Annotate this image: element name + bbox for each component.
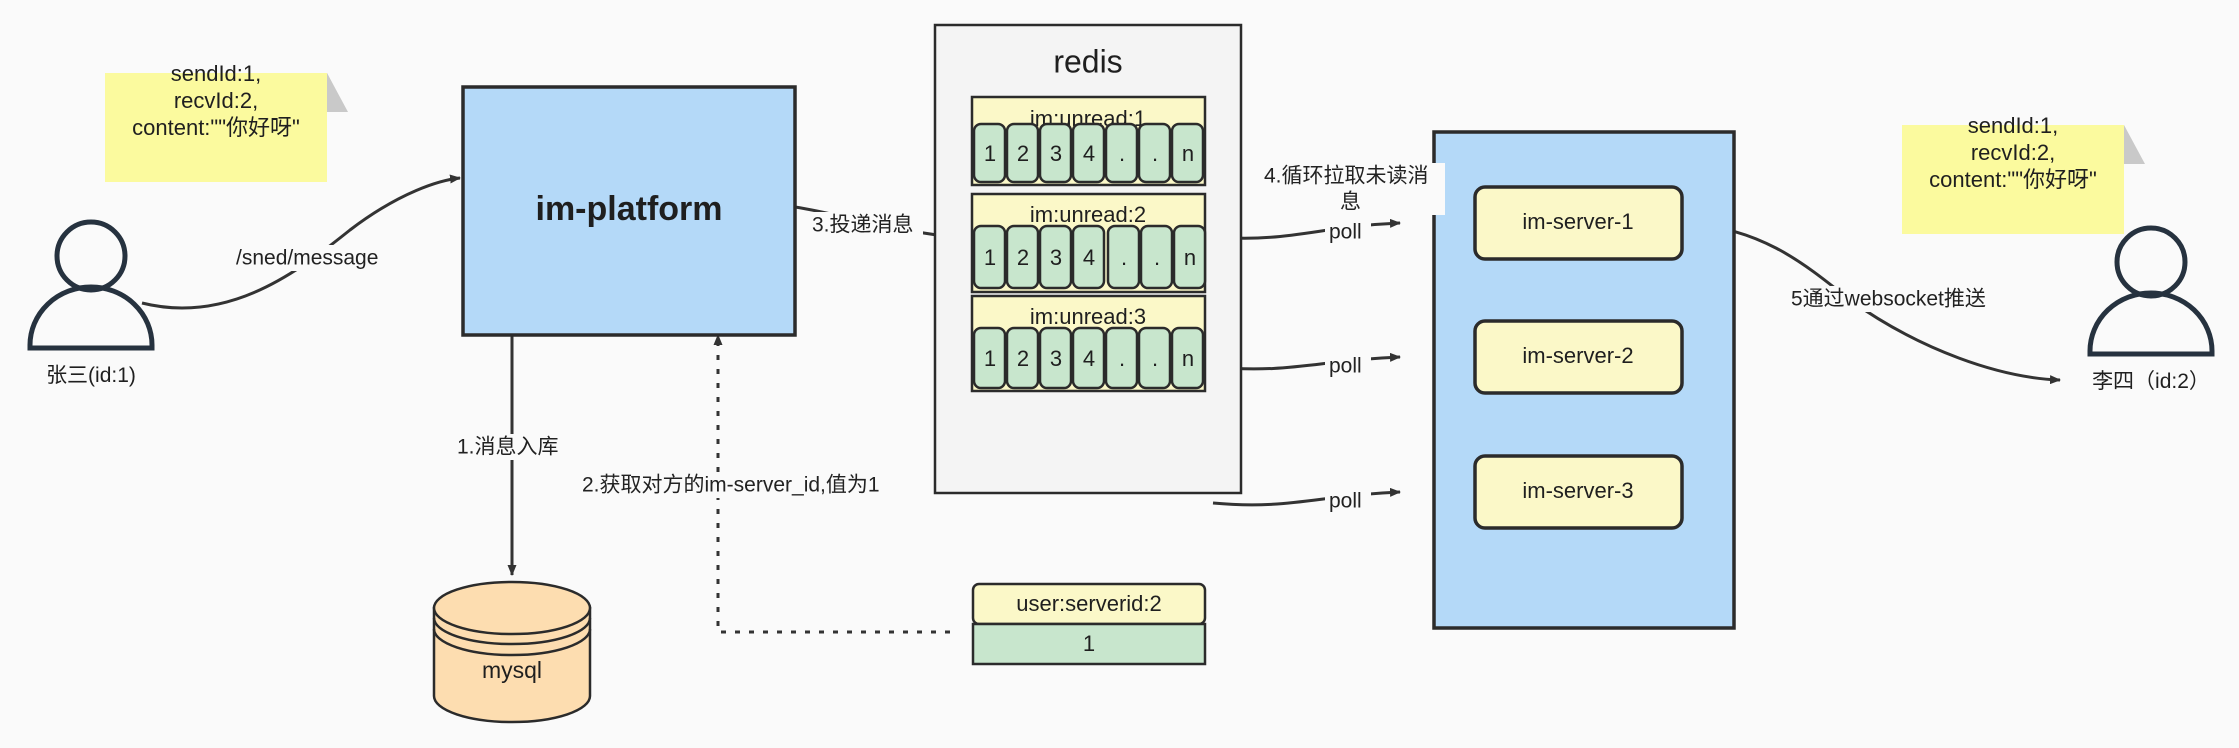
redis-list-key: im:unread:3 — [1030, 304, 1146, 329]
redis-cell: 3 — [1050, 346, 1062, 371]
edge-send-message — [141, 174, 461, 310]
im-platform-node[interactable]: im-platform — [461, 85, 797, 337]
edge-label-text: poll — [1329, 221, 1362, 244]
note-line: content:""你好呀" — [132, 115, 300, 140]
redis-panel: redis im:unread:1 1 2 3 4 . . — [933, 23, 1243, 666]
note-left — [105, 73, 348, 182]
edge-label-step2: 2.获取对方的im-server_id,值为1 — [578, 472, 880, 498]
receiver-actor[interactable]: 李四（id:2） — [2087, 225, 2215, 393]
redis-cell: 2 — [1017, 346, 1029, 371]
edge-label-step1: 1.消息入库 — [453, 434, 568, 460]
note-line: sendId:1, — [171, 61, 262, 86]
redis-cell: 4 — [1083, 245, 1095, 270]
redis-kv-key: user:serverid:2 — [1016, 591, 1162, 616]
mysql-node[interactable]: mysql — [432, 580, 592, 724]
redis-cell: . — [1154, 245, 1160, 270]
redis-cell: . — [1152, 141, 1158, 166]
redis-list-cells: 1 2 3 4 . . n — [972, 224, 1207, 290]
redis-cell: n — [1182, 141, 1194, 166]
edge-label-text: poll — [1329, 355, 1362, 378]
redis-list-im-unread-2[interactable]: im:unread:2 1 2 3 4 . . n — [970, 192, 1207, 294]
redis-kv-value: 1 — [1083, 631, 1095, 656]
redis-cell: n — [1184, 245, 1196, 270]
person-icon — [27, 219, 155, 351]
redis-cell: 4 — [1083, 346, 1095, 371]
redis-list-im-unread-1[interactable]: im:unread:1 1 2 3 4 . . n — [970, 95, 1207, 187]
edge-label-poll-1: poll — [1325, 219, 1371, 245]
im-server-1-node[interactable]: im-server-1 — [1473, 185, 1684, 261]
edge-label-step3: 3.投递消息 — [808, 212, 923, 238]
edge-label-send-message: /sned/message — [232, 245, 380, 271]
im-server-label: im-server-3 — [1522, 478, 1633, 503]
redis-cell: 4 — [1083, 141, 1095, 166]
edge-label-text: 2.获取对方的im-server_id,值为1 — [582, 474, 880, 497]
edge-label-text: poll — [1329, 490, 1362, 513]
redis-cell: . — [1152, 346, 1158, 371]
redis-list-cells: 1 2 3 4 . . n — [972, 122, 1205, 184]
redis-kv-user-serverid[interactable]: user:serverid:2 1 — [971, 582, 1207, 666]
redis-cell: 2 — [1017, 141, 1029, 166]
redis-title: redis — [1053, 43, 1122, 79]
edge-label-step5: 5通过websocket推送 — [1787, 286, 1999, 312]
redis-cell: 1 — [984, 141, 996, 166]
edge-label-step4: 4.循环拉取未读消 息 — [1260, 163, 1445, 215]
redis-list-cells: 1 2 3 4 . . n — [972, 326, 1205, 390]
im-server-cluster: im-server-1 im-server-2 im-server-3 — [1432, 130, 1736, 630]
receiver-label: 李四（id:2） — [2092, 370, 2210, 393]
redis-list-key: im:unread:2 — [1030, 202, 1146, 227]
edge-label-text: 5通过websocket推送 — [1791, 288, 1986, 311]
note-line: content:""你好呀" — [1929, 167, 2097, 192]
person-icon — [2087, 225, 2215, 357]
redis-list-im-unread-3[interactable]: im:unread:3 1 2 3 4 . . n — [970, 294, 1207, 393]
redis-cell: 2 — [1017, 245, 1029, 270]
edge-label-text: 4.循环拉取未读消 — [1264, 165, 1429, 188]
redis-cell: n — [1182, 346, 1194, 371]
edge-label-text: 息 — [1340, 191, 1361, 214]
note-right-text: sendId:1, recvId:2, content:""你好呀" — [1929, 113, 2097, 192]
note-line: recvId:2, — [174, 88, 258, 113]
note-right — [1902, 125, 2145, 234]
redis-cell: . — [1119, 346, 1125, 371]
edge-label-text: 1.消息入库 — [457, 436, 559, 459]
edge-poll-3 — [1212, 487, 1401, 507]
edge-label-text: 3.投递消息 — [812, 214, 914, 237]
redis-cell: 1 — [984, 346, 996, 371]
im-server-2-node[interactable]: im-server-2 — [1473, 319, 1684, 395]
im-server-label: im-server-1 — [1522, 209, 1633, 234]
mysql-label: mysql — [482, 657, 542, 683]
edge-label-poll-2: poll — [1325, 353, 1371, 379]
note-line: recvId:2, — [1971, 140, 2055, 165]
note-left-text: sendId:1, recvId:2, content:""你好呀" — [132, 61, 300, 140]
edge-label-poll-3: poll — [1325, 488, 1371, 514]
im-server-label: im-server-2 — [1522, 343, 1633, 368]
redis-cell: . — [1119, 141, 1125, 166]
im-platform-label: im-platform — [536, 190, 723, 228]
redis-cell: 3 — [1050, 141, 1062, 166]
redis-cell: . — [1121, 245, 1127, 270]
im-server-3-node[interactable]: im-server-3 — [1473, 454, 1684, 530]
note-line: sendId:1, — [1968, 113, 2059, 138]
sender-label: 张三(id:1) — [46, 364, 136, 387]
redis-cell: 1 — [984, 245, 996, 270]
sender-actor[interactable]: 张三(id:1) — [27, 219, 155, 387]
edge-label-text: /sned/message — [236, 247, 378, 270]
redis-cell: 3 — [1050, 245, 1062, 270]
